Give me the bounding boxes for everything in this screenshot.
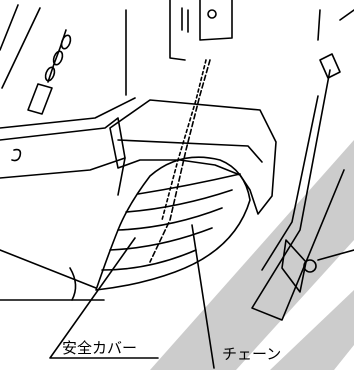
bellows-fold-1: [117, 207, 223, 231]
frame-top-edge: [0, 97, 136, 129]
bolt-mark: [11, 148, 22, 162]
cover-housing: [109, 99, 277, 215]
lift-arm-inner: [261, 95, 319, 271]
body-plate: [0, 117, 126, 179]
lift-arm-outer: [251, 69, 345, 321]
right-link: [317, 249, 354, 261]
right-frame: [317, 9, 321, 41]
guide-slot: [181, 7, 189, 33]
drive-chain-2: [161, 59, 207, 221]
pivot-bolt: [303, 259, 317, 273]
guide-bar-left: [169, 0, 186, 61]
guide-pin: [207, 9, 217, 19]
safety-cover-label: 安全カバー: [62, 339, 138, 357]
lift-bracket: [319, 53, 341, 79]
cover-inner-edge: [117, 139, 263, 163]
leader-line-safety-cover: [49, 237, 159, 359]
watermark-band-small: [270, 290, 354, 370]
chain-link-2: [52, 50, 64, 66]
drive-chain: [149, 59, 211, 263]
guide-bar-right: [199, 0, 233, 41]
body-plate-shadow: [117, 157, 126, 196]
bellows-fold-2: [125, 189, 233, 213]
lift-arm-edge: [339, 9, 354, 21]
shaft-end: [69, 267, 77, 301]
pivot-plate: [281, 239, 307, 293]
leader-line-chain: [191, 224, 215, 369]
chain-link-1: [60, 34, 72, 50]
frame-line-left: [0, 4, 19, 51]
bellows-fold-4: [109, 227, 213, 251]
chain-label: チェーン: [222, 345, 282, 363]
bellows-fold-3: [137, 173, 241, 195]
bellows-fold-5: [101, 249, 197, 271]
watermark: [150, 140, 354, 370]
watermark-band-large: [150, 140, 354, 370]
frame-line-left-2: [1, 7, 41, 89]
chain-link-3: [44, 66, 56, 82]
shaft-upper-edge: [0, 249, 97, 289]
chain-hook: [27, 83, 53, 115]
